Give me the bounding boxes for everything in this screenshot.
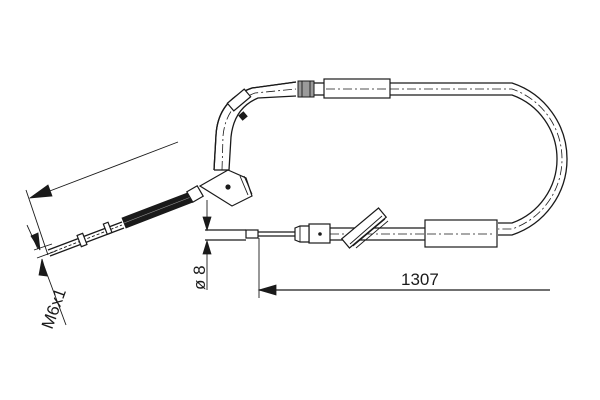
thread-label: M6x1 — [38, 286, 70, 332]
sleeve-lower — [424, 219, 498, 248]
bracket-ferrule — [185, 184, 205, 204]
curved-sheath-upper — [213, 81, 297, 171]
spring-bellows — [121, 191, 194, 229]
hex-ferrule-top — [297, 80, 324, 98]
mounting-bracket — [198, 169, 253, 207]
retaining-clip — [340, 207, 389, 249]
length-label: 1307 — [401, 270, 439, 289]
u-loop-sheath — [390, 82, 568, 236]
overall-length-dimension: 1307 — [257, 238, 550, 298]
diameter-dimension: ø 8 — [190, 200, 212, 290]
thread-dimension: M6x1 — [26, 224, 70, 332]
threaded-rod-end — [47, 221, 125, 257]
inner-cable-end — [205, 229, 295, 241]
sleeve-upper — [323, 78, 391, 99]
sheath-clip — [226, 88, 252, 121]
diameter-label: ø 8 — [190, 265, 209, 290]
end-fitting — [294, 223, 331, 244]
overall-length-dimension-slanted — [25, 141, 179, 256]
